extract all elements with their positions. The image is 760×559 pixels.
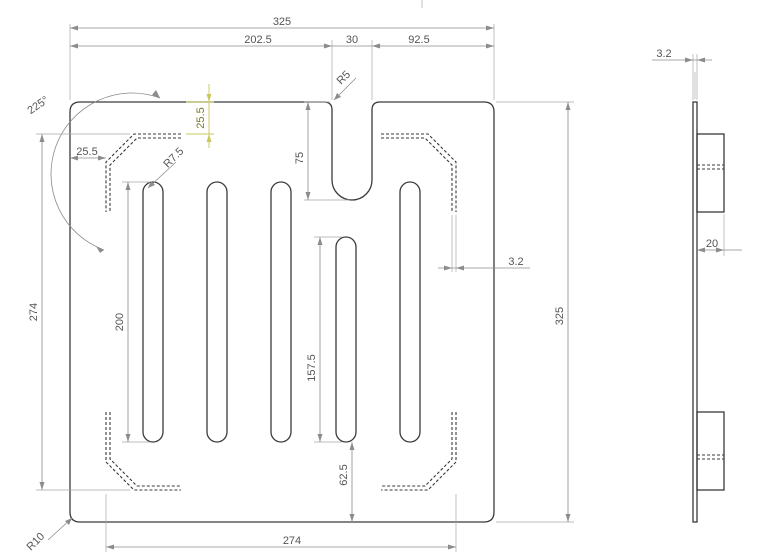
label-overall-height: 325	[554, 307, 566, 325]
dim-overall-height	[496, 101, 574, 523]
bracket-top-left	[105, 133, 181, 212]
dim-left-height	[36, 133, 130, 491]
slot-2	[206, 181, 228, 443]
dim-bottom-width	[105, 494, 457, 552]
label-slot-depth: 75	[294, 152, 306, 164]
slot-4	[335, 236, 357, 443]
label-side-thickness: 3.2	[656, 48, 671, 60]
slot-3	[270, 181, 292, 443]
dim-bottom-offset	[349, 442, 355, 522]
label-short-slot: 157.5	[306, 354, 318, 382]
label-slot-to-right: 92.5	[408, 34, 429, 46]
label-left-to-slot: 202.5	[244, 34, 272, 46]
label-flange-offset: 25.5	[76, 146, 97, 158]
dim-short-slot	[314, 236, 342, 443]
dim-long-slot	[122, 181, 150, 443]
label-side-flange-depth: 20	[706, 238, 718, 250]
label-left-height: 274	[28, 303, 40, 321]
label-flange-height: 25.5	[195, 107, 207, 128]
dim-slot-radius-leader	[333, 77, 357, 101]
label-corner-radius: R10	[24, 530, 47, 553]
dim-corner-radius	[47, 517, 73, 541]
plate-outline	[69, 101, 495, 523]
label-bracket-thickness: 3.2	[508, 256, 523, 268]
dim-slot-depth	[304, 101, 350, 201]
dim-side-thickness	[652, 54, 712, 100]
dim-bracket-thickness	[438, 215, 530, 272]
dim-angle-arc	[50, 90, 161, 253]
label-long-slot: 200	[114, 313, 126, 331]
label-overall-width: 325	[273, 16, 291, 28]
dim-top-chain	[70, 40, 494, 100]
dim-side-flange-depth	[697, 214, 742, 256]
side-view	[692, 72, 725, 523]
label-slot-width: 30	[346, 34, 358, 46]
dim-flange-height	[186, 84, 214, 148]
dim-flange-offset	[70, 155, 106, 161]
bracket-top-right	[381, 133, 457, 212]
dim-overall-width	[69, 24, 495, 100]
bracket-bottom-left	[105, 412, 181, 491]
label-slot-radius: R5	[335, 69, 353, 87]
label-slot-end-radius: R7.5	[161, 145, 186, 170]
label-bottom-width: 274	[283, 535, 301, 547]
bracket-bottom-right	[381, 412, 457, 491]
label-bottom-offset: 62.5	[338, 464, 350, 485]
dim-slot-end-radius	[147, 161, 177, 189]
slot-5	[399, 181, 421, 443]
label-chamfer-angle: 225°	[26, 94, 52, 117]
slot-1	[142, 181, 164, 443]
